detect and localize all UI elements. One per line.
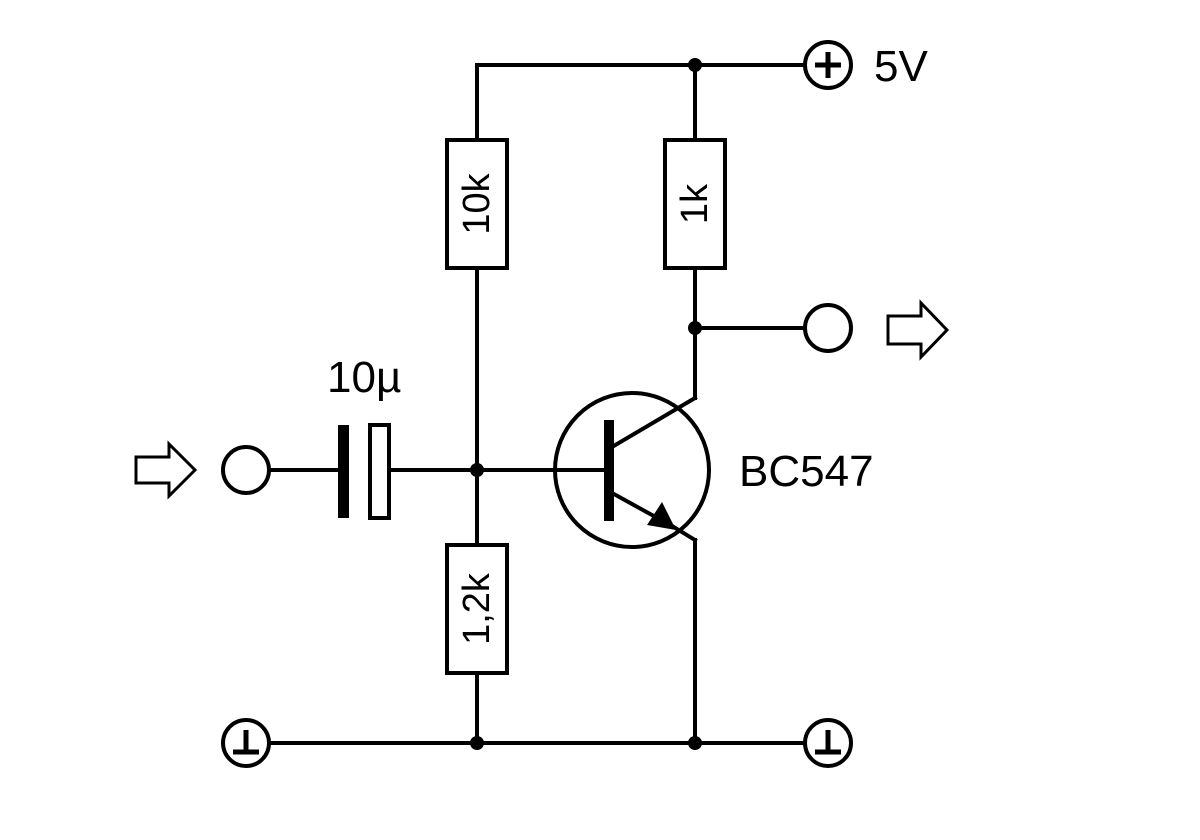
transistor-label: BC547 [739,447,874,496]
output-terminal [803,303,853,353]
junction-dot [688,736,702,750]
resistor-1k-label: 1k [674,183,716,224]
junctions [470,58,702,750]
ground-icon [233,730,259,755]
emitter-arrow-icon [647,502,676,530]
resistor-1k: 1k [663,138,727,270]
transistor-emitter-lead-ext [669,523,698,543]
input-arrow-icon [134,440,198,500]
capacitor-label: 10µ [327,353,401,402]
capacitor-10u: 10µ [327,353,401,520]
junction-dot [688,321,702,335]
capacitor-positive-plate [368,423,391,520]
supply-rail-wire [475,63,807,142]
input-terminal [221,445,271,495]
resistor-1-2k: 1,2k [445,543,509,675]
ground-terminal-right [803,718,853,768]
supply-terminal: 5V [803,40,928,91]
supply-label: 5V [874,42,928,91]
output-arrow-icon [886,299,950,361]
transistor-collector-lead [609,395,698,450]
ground-icon [815,730,841,755]
resistor-10k-label: 10k [456,172,498,234]
capacitor-negative-plate [338,425,349,518]
transistor-body [553,391,711,549]
transistor-bc547: BC547 [553,391,874,549]
junction-dot [688,58,702,72]
junction-dot [470,463,484,477]
junction-dot [470,736,484,750]
resistor-10k: 10k [445,138,509,270]
ground-terminal-left [221,718,271,768]
resistor-1-2k-label: 1,2k [456,572,498,645]
